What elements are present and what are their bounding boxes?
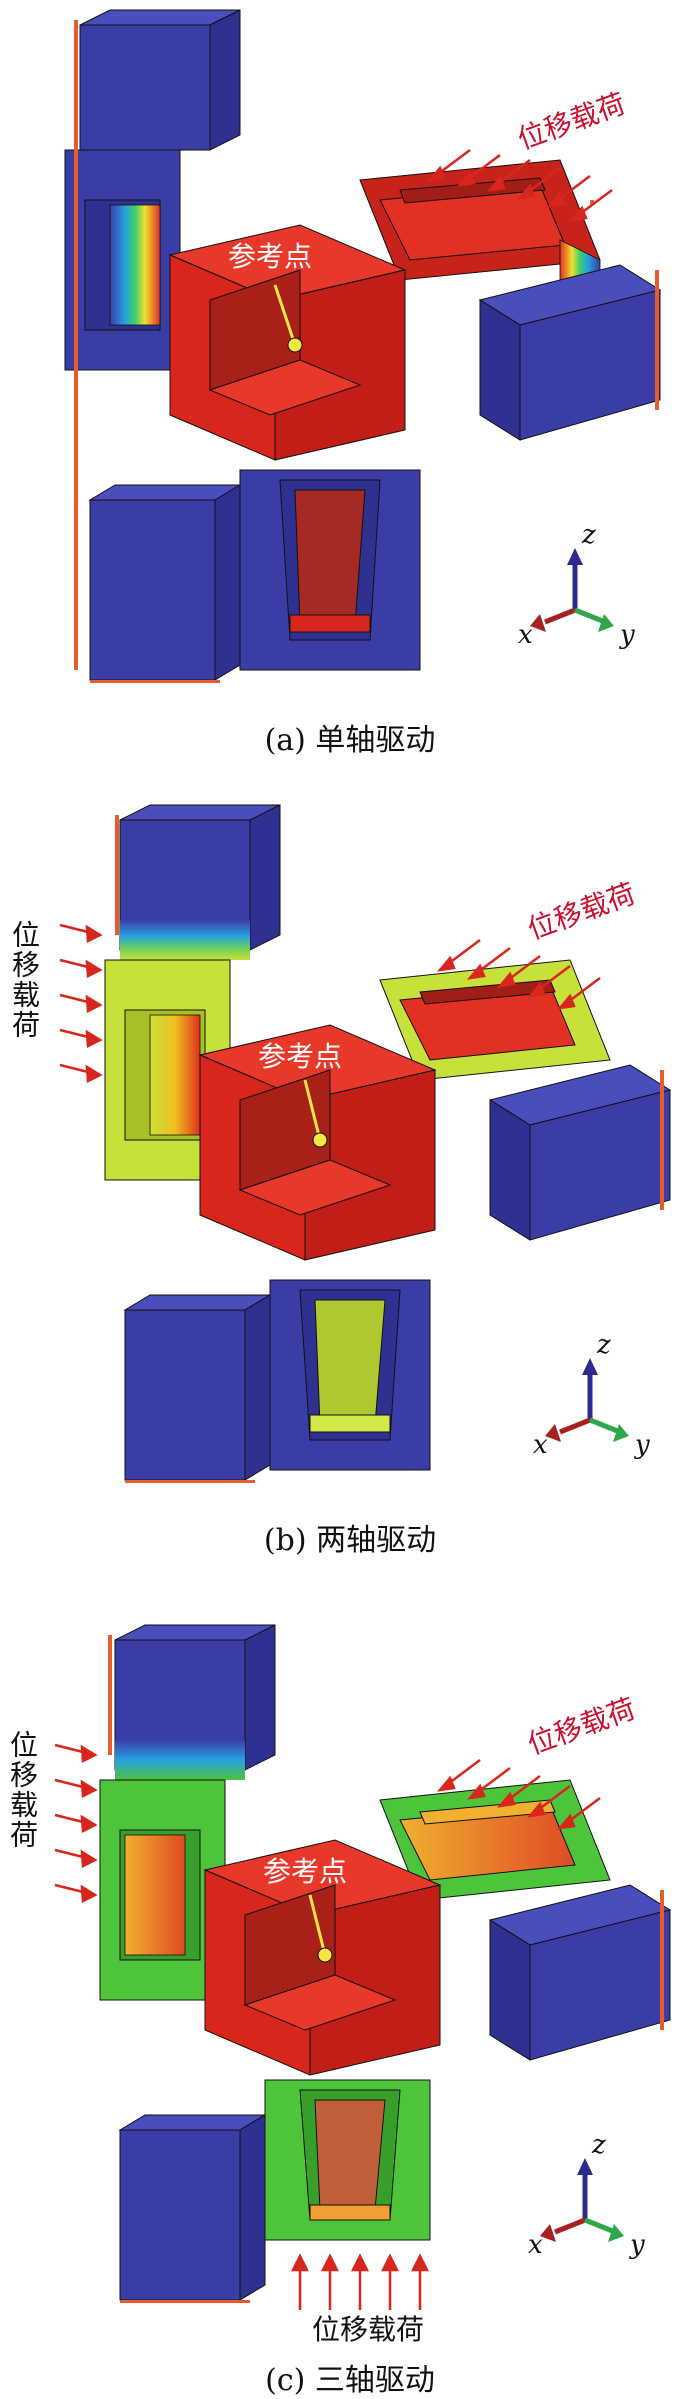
caption-text: 单轴驱动 xyxy=(315,723,436,758)
axis-label-z: z xyxy=(592,2130,606,2160)
axis-label-z: z xyxy=(582,520,596,550)
drive-frame-right xyxy=(379,1779,611,1901)
axis-label-z: z xyxy=(597,1330,611,1360)
boundary-markers xyxy=(74,20,659,683)
outer-block-right xyxy=(488,1064,672,1241)
axis-label-x: x xyxy=(533,1430,548,1460)
outer-block-bottom-left xyxy=(118,2114,267,2301)
reference-point-marker xyxy=(308,1894,333,1963)
load-label-left: 位移载荷 xyxy=(8,920,41,1040)
caption-b: (b) 两轴驱动 xyxy=(0,1515,700,1559)
load-label-left: 位移载荷 xyxy=(6,1730,39,1850)
panel-c: 位移载荷 位移载荷 位移载荷 参考点 z x y (c) 三轴驱动 xyxy=(0,1620,700,2398)
reference-point-marker xyxy=(273,284,303,353)
reference-point-label: 参考点 xyxy=(263,1855,348,1888)
outer-block-bottom-left xyxy=(123,1294,272,1481)
caption-a: (a) 单轴驱动 xyxy=(0,715,700,759)
fea-model-c xyxy=(54,1624,672,2310)
axis-triad xyxy=(540,2158,624,2242)
caption-label: (a) xyxy=(264,723,306,758)
boundary-markers xyxy=(108,1635,664,2303)
drive-frame-bottom xyxy=(239,469,421,671)
axis-label-y: y xyxy=(630,2230,645,2260)
axis-label-y: y xyxy=(620,620,635,650)
outer-block-right xyxy=(488,1884,672,2061)
panel-b: 位移载荷 位移载荷 参考点 z x y (b) 两轴驱动 xyxy=(0,800,700,1565)
outer-block-bottom-left xyxy=(88,484,242,681)
drive-frame-bottom xyxy=(264,2079,431,2241)
outer-block-right xyxy=(478,264,662,441)
caption-label: (b) xyxy=(263,1523,307,1558)
drive-frame-right xyxy=(379,959,611,1081)
load-label-bottom: 位移载荷 xyxy=(312,2313,425,2346)
outer-block-top xyxy=(119,804,281,960)
caption-c: (c) 三轴驱动 xyxy=(0,2355,700,2399)
caption-text: 三轴驱动 xyxy=(314,2363,435,2398)
axis-label-x: x xyxy=(528,2230,543,2260)
reference-point-label: 参考点 xyxy=(228,240,313,273)
outer-block-top xyxy=(79,9,241,151)
boundary-markers xyxy=(115,815,664,1483)
caption-label: (c) xyxy=(265,2363,306,2398)
reference-point-marker xyxy=(303,1079,328,1148)
center-cube xyxy=(168,224,407,461)
panel-a: 位移载荷 参考点 z x y (a) 单轴驱动 xyxy=(0,0,700,765)
drive-frame-left xyxy=(99,1779,226,2001)
axis-triad xyxy=(545,1358,629,1442)
drive-frame-bottom xyxy=(269,1279,431,1471)
load-arrows xyxy=(54,1743,601,2310)
reference-point-label: 参考点 xyxy=(258,1040,343,1073)
load-arrows xyxy=(59,923,601,1083)
caption-text: 两轴驱动 xyxy=(316,1523,437,1558)
axis-triad xyxy=(530,548,614,632)
load-arrows xyxy=(426,149,613,222)
center-cube xyxy=(198,1024,437,1261)
outer-block-top xyxy=(114,1624,276,1780)
center-cube xyxy=(203,1839,442,2076)
drive-frame-left xyxy=(104,959,231,1181)
drive-frame-left xyxy=(64,149,181,371)
fea-model-a xyxy=(64,9,662,683)
axis-label-x: x xyxy=(518,620,533,650)
fea-model-b xyxy=(59,804,672,1483)
axis-label-y: y xyxy=(635,1430,650,1460)
